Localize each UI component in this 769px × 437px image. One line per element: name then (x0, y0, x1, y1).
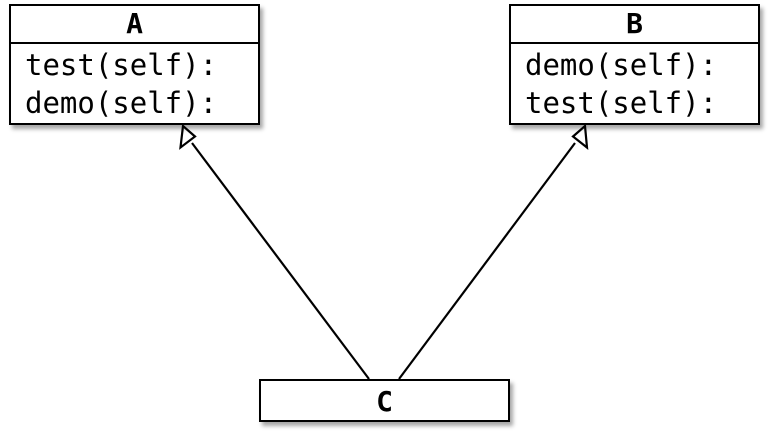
class-b-methods: demo(self): test(self): (511, 44, 758, 122)
class-b-box[interactable]: B demo(self): test(self): (509, 4, 760, 125)
class-c-name: C (376, 385, 393, 418)
class-a-box[interactable]: A test(self): demo(self): (9, 4, 260, 125)
inheritance-arrowhead-a (179, 123, 197, 150)
class-b-name: B (511, 6, 758, 44)
inheritance-edge-c-to-b (398, 142, 576, 380)
class-a-methods: test(self): demo(self): (11, 44, 258, 122)
inheritance-arrowhead-b (571, 123, 589, 150)
class-a-method: demo(self): (25, 86, 218, 120)
class-b-method: test(self): (525, 86, 718, 120)
inheritance-edge-c-to-a (191, 142, 370, 380)
class-c-box[interactable]: C (259, 379, 510, 422)
class-a-method: test(self): (25, 48, 218, 82)
class-a-name: A (11, 6, 258, 44)
class-b-method: demo(self): (525, 48, 718, 82)
